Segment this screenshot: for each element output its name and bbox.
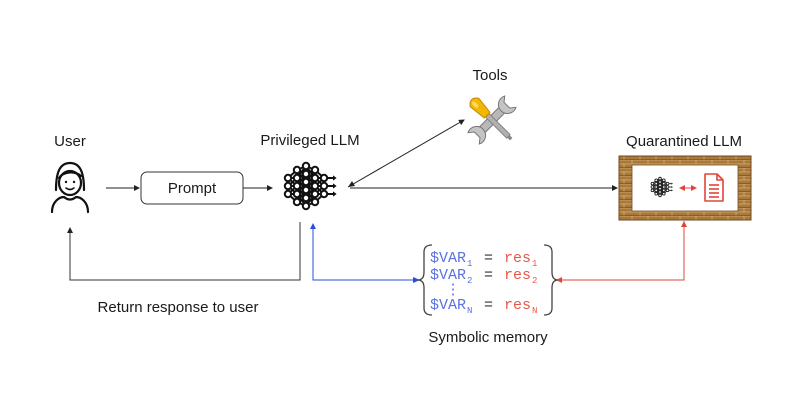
network-node [658,176,662,181]
edge-memory-to-privileged [310,223,419,281]
network-output-arrowhead [333,175,337,181]
network-node [283,173,293,183]
memory-left-brace [417,244,433,316]
document-icon [704,173,724,202]
network-node [310,189,320,199]
prompt-label: Prompt [168,180,217,197]
memory-var-sub: 1 [467,259,472,269]
privileged-llm-label: Privileged LLM [260,132,359,149]
network-node [301,177,311,187]
memory-var-sub: N [467,306,472,316]
memory-entries: $VAR 1 = res 1 $VAR 2 = res 2 ⋮ $VAR N =… [430,250,537,316]
brick-wall-icon [618,155,752,221]
network-node [654,178,659,183]
network-node [319,173,329,183]
memory-res: res [504,250,531,267]
network-node [301,169,311,179]
network-node [658,183,662,188]
memory-res-sub: N [532,306,537,316]
network-node [310,197,320,207]
memory-ellipsis: ⋮ [446,282,461,299]
edge-return-to-user [67,222,301,281]
memory-res: res [504,297,531,314]
network-node [654,181,659,186]
network-node [658,180,662,184]
network-node [292,173,302,183]
network-output-arrowhead [671,185,673,189]
network-node [301,185,311,195]
wrench-screwdriver-icon [467,95,517,145]
memory-res: res [504,267,531,284]
edge-quarantined-to-memory [556,221,685,281]
network-node [301,201,311,211]
neural-network-icon [283,161,337,211]
memory-right-brace [543,244,559,316]
network-node [310,173,320,183]
network-node [319,189,329,199]
network-output-arrowhead [333,191,337,197]
memory-entry: $VAR 2 = res 2 [430,267,537,286]
return-response-label: Return response to user [98,299,259,316]
edge-memory-blue-arrowhead [413,277,420,283]
network-node [292,165,302,175]
network-output-arrowhead [671,189,673,192]
network-node [283,181,293,191]
network-node [665,185,670,189]
network-node [310,181,320,191]
network-node [292,197,302,207]
network-node [283,189,293,199]
network-node [650,188,655,193]
memory-entry: $VAR N = res N [430,297,537,316]
memory-var: $VAR [430,250,466,267]
edge-privileged-tools [347,119,465,188]
network-node [650,185,655,189]
network-node [658,193,662,198]
network-node [292,181,302,191]
memory-eq: = [484,297,493,314]
memory-eq: = [484,250,493,267]
network-output-arrowhead [333,183,337,189]
network-node [661,188,666,193]
symbolic-memory-label: Symbolic memory [428,329,548,346]
edge-quarantined-arrowhead [681,221,687,227]
network-node [301,161,311,171]
prompt-box: Prompt [140,171,244,205]
network-node [661,178,666,183]
edge-memory-red-arrowhead [556,277,562,283]
memory-res-sub: 1 [532,259,537,269]
network-node [654,188,659,193]
network-node [654,191,659,196]
memory-var-sub: 2 [467,276,472,286]
network-node [661,191,666,196]
network-node [654,185,659,189]
network-node [658,190,662,194]
memory-var: $VAR [430,267,466,284]
quarantined-llm-label: Quarantined LLM [626,133,742,150]
memory-res-sub: 2 [532,276,537,286]
tools-label: Tools [472,67,507,84]
network-node [658,186,662,191]
network-node [319,181,329,191]
edge-tools-arrowhead [348,181,355,187]
memory-entry: $VAR 1 = res 1 [430,250,537,269]
network-node [650,181,655,186]
network-node [292,189,302,199]
quarantined-neural-network-icon [650,176,673,198]
network-node [301,193,311,203]
memory-var: $VAR [430,297,466,314]
network-output-arrowhead [671,182,673,185]
user-icon [50,161,90,214]
network-node [661,185,666,189]
network-node [665,181,670,186]
memory-eq: = [484,267,493,284]
user-label: User [54,133,86,150]
network-node [310,165,320,175]
network-node [665,188,670,193]
network-node [661,181,666,186]
